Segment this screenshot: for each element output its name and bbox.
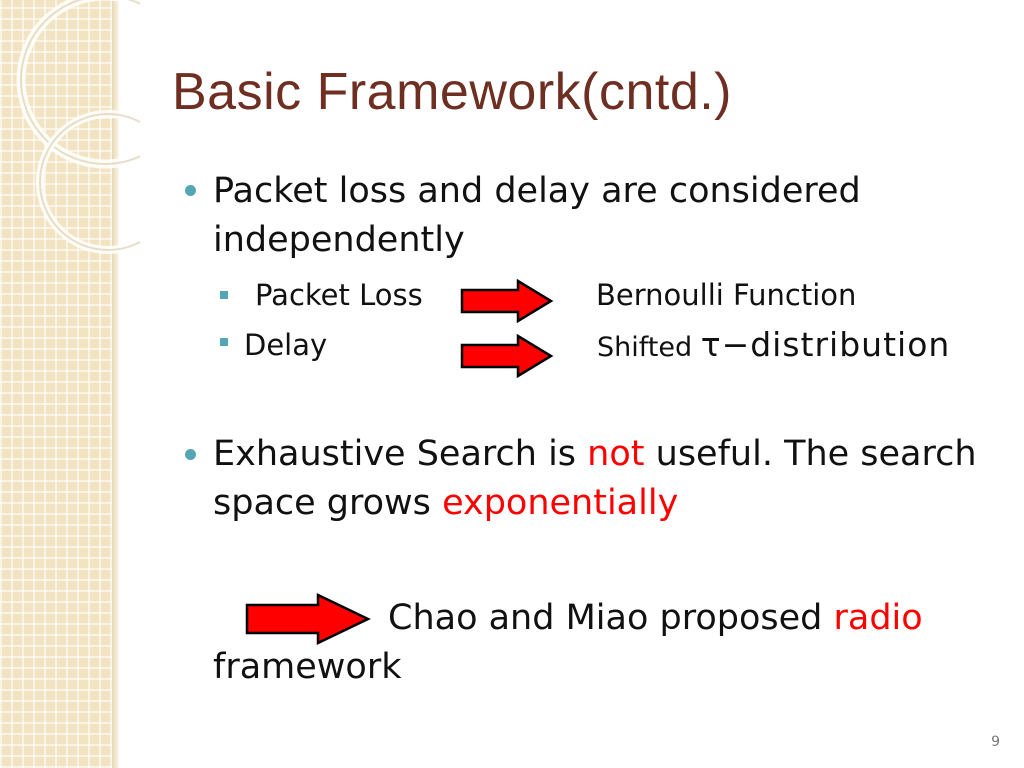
conclusion-line2: framework	[213, 647, 402, 687]
bullet2-text3: space grows	[213, 483, 431, 523]
decorative-ring-small-outline	[39, 113, 140, 251]
sidebar-edge	[112, 0, 119, 768]
decorative-ring-large	[16, 0, 140, 169]
decorative-sidebar	[0, 0, 112, 768]
conclusion-text1: Chao and Miao proposed	[388, 598, 823, 638]
decorative-ring-small	[36, 110, 140, 254]
right-arrow-icon	[245, 593, 371, 645]
sub1-label: Packet Loss	[255, 278, 423, 312]
sub2-result: Shifted τ−distribution	[597, 324, 950, 369]
conclusion-line1: Chao and Miao proposed radio	[388, 595, 923, 642]
round-bullet-icon	[185, 449, 196, 460]
right-arrow-icon	[460, 334, 554, 378]
decorative-rings	[16, 0, 140, 254]
square-bullet-icon	[220, 338, 228, 346]
bullet2-text2: useful. The search	[655, 434, 977, 474]
page-number: 9	[991, 734, 1000, 750]
bullet1-line2: independently	[213, 220, 465, 260]
bullet2-line1: Exhaustive Search is not useful. The sea…	[213, 431, 977, 478]
bullet2-emphasis-exponentially: exponentially	[442, 483, 679, 523]
bullet2-line2: space grows exponentially	[213, 480, 678, 527]
decorative-ring-large-outline	[20, 0, 140, 165]
sub2-result-symbol: τ−distribution	[700, 325, 951, 364]
square-bullet-icon	[220, 291, 228, 299]
sub1-result: Bernoulli Function	[596, 278, 857, 312]
round-bullet-icon	[185, 185, 196, 196]
slide-title: Basic Framework(cntd.)	[172, 63, 732, 121]
bullet2-emphasis-not: not	[587, 434, 645, 474]
conclusion-emphasis-radio: radio	[833, 598, 923, 638]
sub2-result-prefix: Shifted	[597, 332, 693, 363]
right-arrow-icon	[460, 279, 554, 323]
bullet1-line1: Packet loss and delay are considered	[213, 171, 861, 211]
bullet2-text1: Exhaustive Search is	[213, 434, 577, 474]
sub2-label: Delay	[244, 328, 328, 362]
